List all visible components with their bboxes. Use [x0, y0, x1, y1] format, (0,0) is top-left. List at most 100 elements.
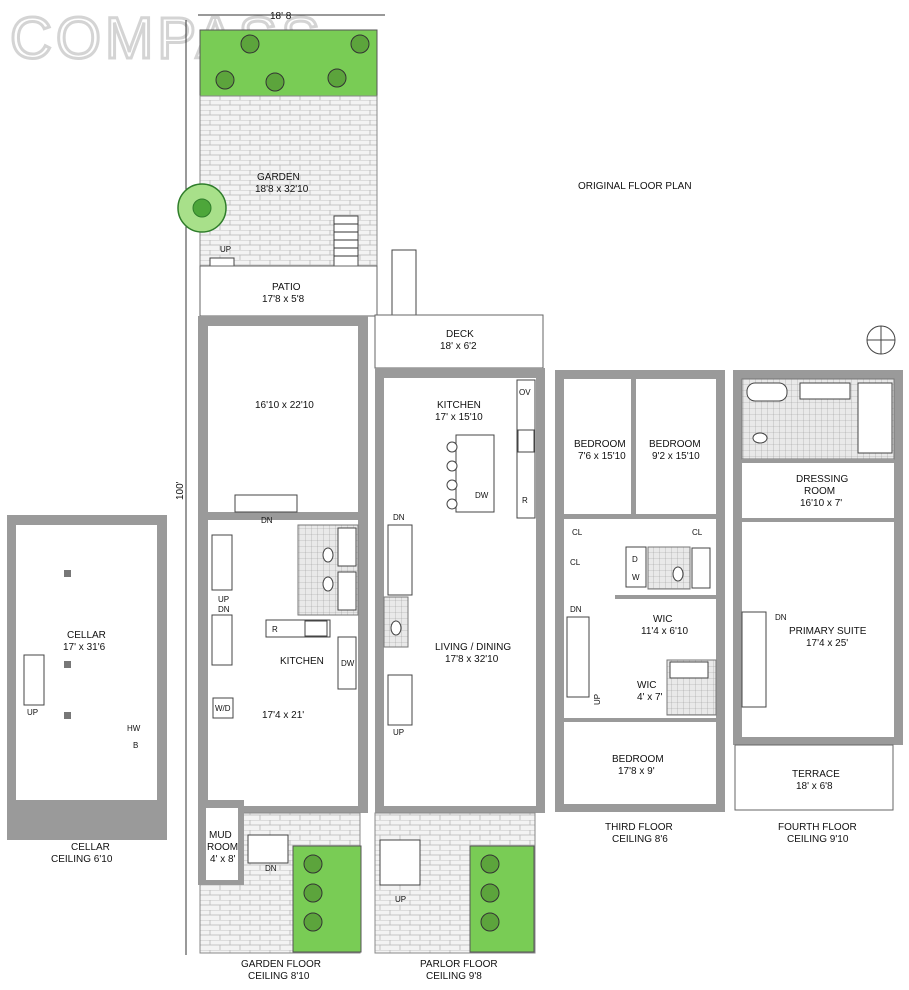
third-floor-interior	[564, 379, 716, 804]
room-name-parlor-kitchen: KITCHEN	[437, 400, 481, 411]
room-name-mud-room-line2: ROOM	[207, 842, 238, 853]
floor-name-parlor: PARLOR FLOOR	[420, 959, 498, 970]
third-floor-stairs	[566, 616, 590, 698]
room-name-wic-small: WIC	[637, 680, 656, 691]
room-name-dressing-line1: DRESSING	[796, 474, 848, 485]
cellar-wall-jog	[120, 800, 167, 840]
interior-wall	[742, 459, 894, 463]
parlor-front-planting-bed	[469, 845, 535, 953]
interior-wall	[631, 379, 636, 514]
floor-ceiling-parlor: CEILING 9'8	[426, 971, 482, 982]
room-size-bedroom-a: 7'6 x 15'10	[578, 451, 626, 462]
room-size-terrace: 18' x 6'8	[796, 781, 833, 792]
interior-wall	[208, 512, 358, 520]
room-name-mud-room-line1: MUD	[209, 830, 232, 841]
room-name-deck: DECK	[446, 329, 474, 340]
cellar-stairs-up	[23, 654, 45, 706]
room-size-wic-small: 4' x 7'	[637, 692, 663, 703]
room-name-primary-suite: PRIMARY SUITE	[789, 626, 867, 637]
room-size-patio: 17'8 x 5'8	[262, 294, 305, 305]
room-size-parlor-kitchen: 17' x 15'10	[435, 412, 483, 423]
dn-mark: DN	[265, 864, 277, 873]
up-mark: UP	[220, 245, 231, 254]
cooktop-icon	[304, 620, 328, 637]
room-name-wic-large: WIC	[653, 614, 672, 625]
stair-treads	[334, 223, 358, 257]
room-name-garden-kitchen: KITCHEN	[280, 656, 324, 667]
floor-name-fourth: FOURTH FLOOR	[778, 822, 857, 833]
parlor-stairs-up	[387, 674, 413, 726]
fourth-floor-stairs	[741, 611, 767, 708]
washer-dryer-mark: W/D	[215, 704, 231, 713]
kitchen-side-counter	[337, 636, 357, 690]
terrace-area	[734, 744, 894, 811]
floor-ceiling-cellar: CEILING 6'10	[51, 854, 113, 865]
shrub-icon	[480, 854, 500, 932]
refrigerator-mark: R	[522, 496, 528, 505]
front-planting-bed	[292, 845, 362, 953]
toilet-icon	[752, 432, 768, 444]
room-size-garden: 18'8 x 32'10	[255, 184, 309, 195]
garden-floor-stairs-up	[211, 534, 233, 591]
bathtub-icon	[669, 661, 709, 679]
mud-room-interior	[206, 808, 238, 880]
bathtub-icon	[746, 382, 788, 402]
column-icon	[64, 712, 71, 719]
double-vanity-icon	[799, 382, 851, 400]
toilet-icon	[322, 576, 334, 592]
column-icon	[64, 661, 71, 668]
up-mark: UP	[218, 595, 229, 604]
stoop-stairs	[379, 839, 421, 886]
room-name-terrace: TERRACE	[792, 769, 840, 780]
bathtub-icon	[691, 547, 711, 589]
floor-name-garden: GARDEN FLOOR	[241, 959, 321, 970]
shrub-icon	[215, 34, 370, 92]
bathtub-icon	[337, 527, 357, 567]
room-size-living-dining: 17'8 x 32'10	[445, 654, 499, 665]
boiler-mark: B	[133, 741, 138, 750]
room-size-garden-kitchen: 17'4 x 21'	[262, 710, 304, 721]
room-size-wic-large: 11'4 x 6'10	[641, 626, 688, 637]
depth-dimension: 100'	[175, 481, 186, 500]
toilet-icon	[322, 547, 334, 563]
garden-stairs-right	[333, 215, 359, 269]
toilet-icon	[390, 620, 402, 636]
room-name-bedroom-c: BEDROOM	[612, 754, 664, 765]
dryer-mark: D	[632, 555, 638, 564]
dn-mark: DN	[261, 516, 273, 525]
interior-wall	[615, 595, 716, 599]
room-name-garden: GARDEN	[257, 172, 300, 183]
room-name-bedroom-b: BEDROOM	[649, 439, 701, 450]
parlor-stairs-down	[387, 524, 413, 596]
tree-icon	[177, 183, 227, 233]
floor-name-cellar: CELLAR	[71, 842, 110, 853]
room-size-garden-room: 16'10 x 22'10	[255, 400, 314, 411]
room-size-primary-suite: 17'4 x 25'	[806, 638, 848, 649]
cellar-lower-interior	[16, 740, 120, 800]
closet-mark: CL	[572, 528, 583, 537]
floor-ceiling-garden: CEILING 8'10	[248, 971, 310, 982]
room-size-mud-room: 4' x 8'	[210, 854, 236, 865]
room-size-dressing: 16'10 x 7'	[800, 498, 842, 509]
interior-wall	[564, 514, 716, 519]
third-floor-bathroom	[647, 546, 691, 590]
interior-wall	[742, 518, 894, 522]
up-mark: UP	[27, 708, 38, 717]
dishwasher-mark: DW	[475, 491, 489, 500]
plan-heading: ORIGINAL FLOOR PLAN	[578, 181, 692, 192]
column-icon	[64, 570, 71, 577]
north-arrow-icon	[866, 325, 896, 355]
interior-wall	[564, 718, 716, 722]
hot-water-mark: HW	[127, 724, 141, 733]
kitchen-island	[455, 434, 495, 513]
oven-mark: OV	[519, 388, 531, 397]
room-size-bedroom-b: 9'2 x 15'10	[652, 451, 700, 462]
up-mark: UP	[395, 895, 406, 904]
room-name-patio: PATIO	[272, 282, 301, 293]
room-name-dressing-line2: ROOM	[804, 486, 835, 497]
stool-icon	[446, 441, 458, 510]
floor-ceiling-third: CEILING 8'6	[612, 834, 668, 845]
refrigerator-mark: R	[272, 625, 278, 634]
width-dimension: 18' 8	[270, 11, 292, 22]
